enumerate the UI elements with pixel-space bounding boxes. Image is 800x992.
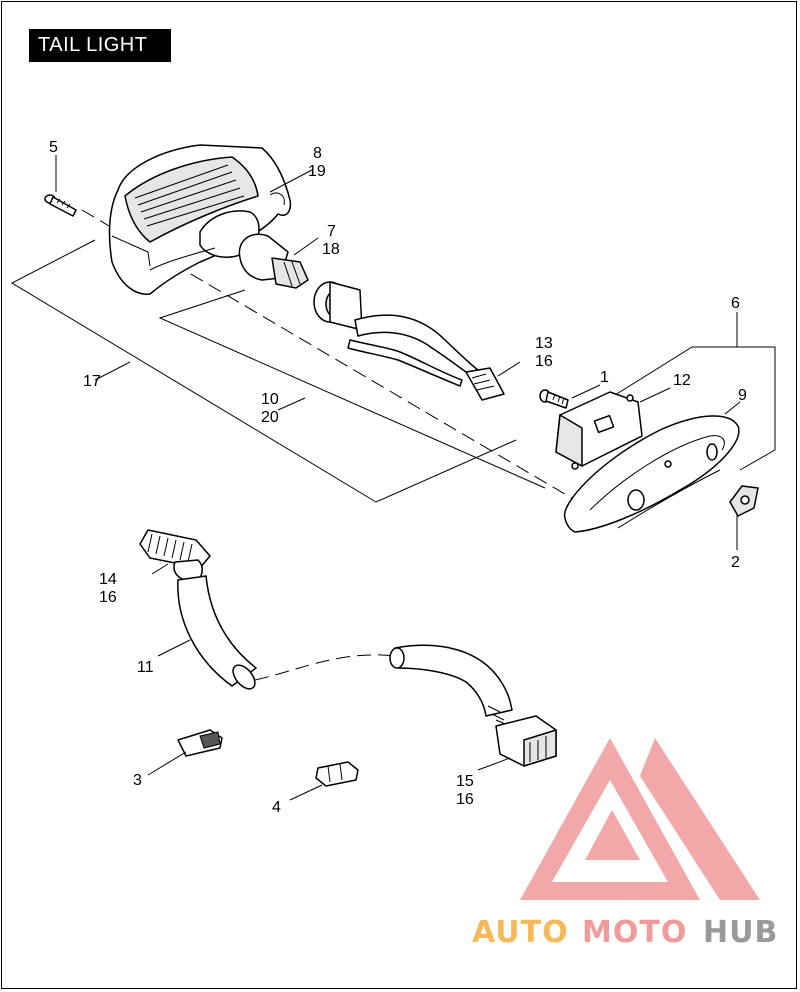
clip-3 [177,729,223,757]
circuit-board-12 [555,391,643,470]
nut-2 [729,485,759,517]
callout-10: 10 [261,391,279,408]
callout-2: 2 [731,554,740,571]
diagram-title: TAIL LIGHT [29,29,171,62]
callout-13: 13 [535,335,553,352]
callout-19: 19 [308,163,326,180]
watermark-text-auto: AUTO [472,915,569,950]
callout-15: 15 [456,773,474,790]
lens-housing-8 [108,144,292,295]
lens-9 [563,415,740,533]
callout-18: 18 [322,241,340,258]
callout-16-connector-bottom: 16 [456,791,474,808]
callout-8: 8 [313,145,322,162]
bracket-17 [10,239,517,503]
bracket-6 [614,346,776,471]
connector-14 [139,529,211,581]
callout-17: 17 [83,373,101,390]
watermark-text-hub: HUB [703,915,778,950]
clip-4 [315,761,359,787]
screw-5 [44,194,77,217]
callout-16-socket: 16 [535,353,553,370]
watermark-triangle-right [640,738,760,900]
callout-11: 11 [137,659,154,676]
watermark-text-moto: MOTO [582,915,687,950]
callout-16-connector-top: 16 [99,589,117,606]
callout-20: 20 [261,409,279,426]
leader-lines [55,155,741,801]
callout-9: 9 [738,387,747,404]
harness-11 [177,575,513,727]
bracket-10 [158,289,546,489]
callout-12: 12 [673,372,691,389]
callout-5: 5 [49,139,58,156]
bulb-7 [238,233,309,289]
callout-4: 4 [272,799,281,816]
socket-13 [313,281,505,401]
callout-7: 7 [327,223,336,240]
callout-14: 14 [99,571,117,588]
screw-1 [539,389,569,409]
watermark-logo [520,738,760,900]
watermark-triangle-center [585,810,640,860]
callout-1: 1 [600,369,609,386]
connector-15 [495,715,557,767]
callout-6: 6 [731,295,740,312]
callout-3: 3 [133,772,142,789]
